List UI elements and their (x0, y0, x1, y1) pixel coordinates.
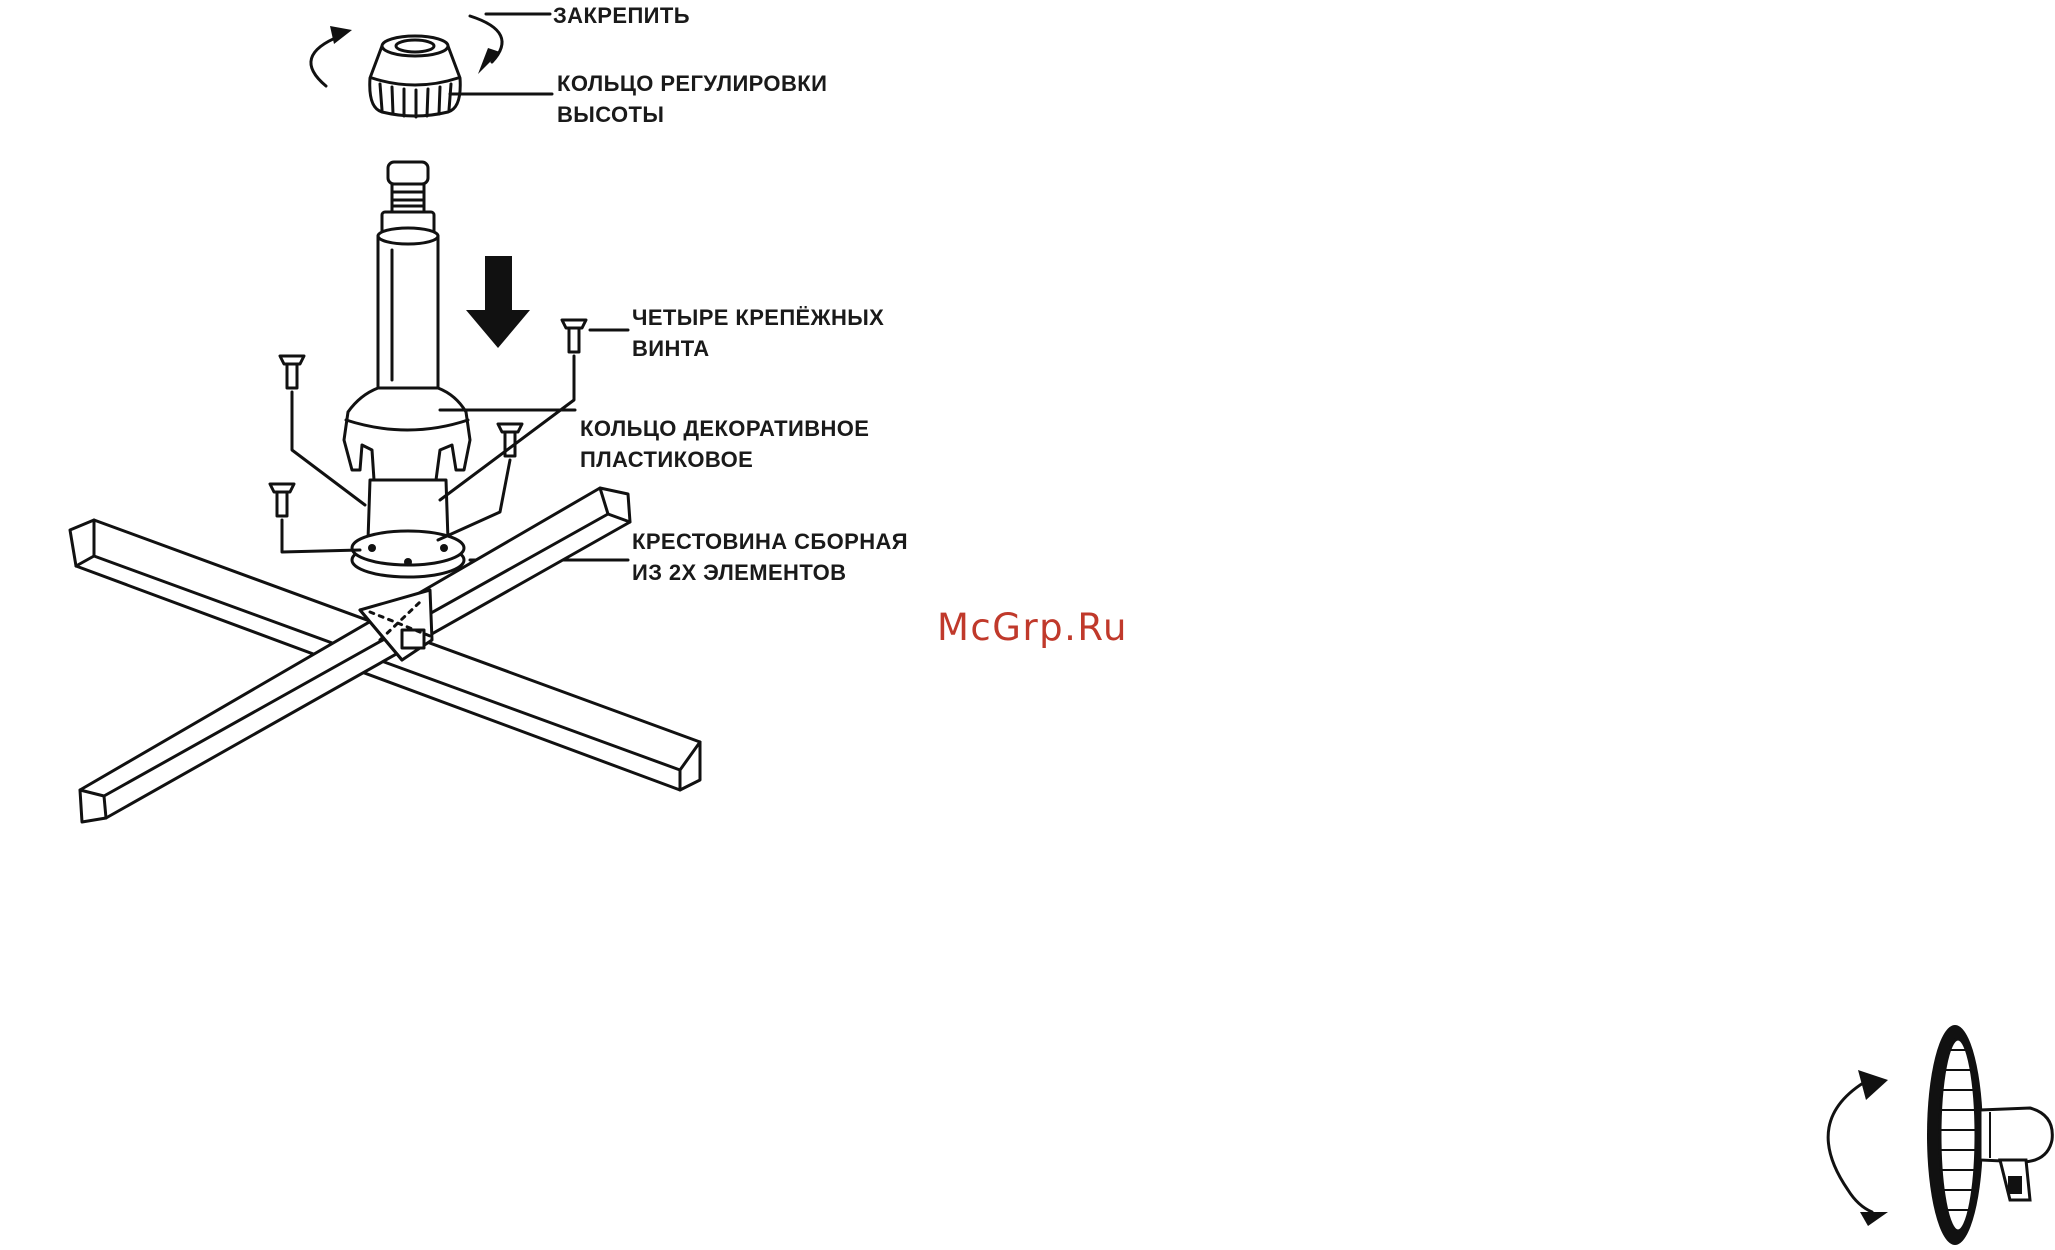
label-four-screws: ЧЕТЫРЕ КРЕПЁЖНЫХ ВИНТА (632, 302, 884, 364)
fan-pole (378, 162, 438, 390)
label-tighten: ЗАКРЕПИТЬ (553, 0, 690, 31)
down-arrow-icon (466, 256, 530, 348)
label-decorative-ring-line2: ПЛАСТИКОВОЕ (580, 444, 869, 475)
label-four-screws-line2: ВИНТА (632, 333, 884, 364)
base-plate (352, 531, 464, 577)
fan-rotate-icon (1828, 1025, 2052, 1245)
watermark: McGrp.Ru (937, 606, 1128, 649)
label-height-adjust-ring-line1: КОЛЬЦО РЕГУЛИРОВКИ (557, 68, 827, 99)
label-cross-base: КРЕСТОВИНА СБОРНАЯ ИЗ 2Х ЭЛЕМЕНТОВ (632, 526, 908, 588)
label-cross-base-line1: КРЕСТОВИНА СБОРНАЯ (632, 526, 908, 557)
height-adjust-ring (370, 36, 461, 117)
label-height-adjust-ring: КОЛЬЦО РЕГУЛИРОВКИ ВЫСОТЫ (557, 68, 827, 130)
screw-icon (270, 484, 294, 516)
label-four-screws-line1: ЧЕТЫРЕ КРЕПЁЖНЫХ (632, 302, 884, 333)
label-decorative-ring: КОЛЬЦО ДЕКОРАТИВНОЕ ПЛАСТИКОВОЕ (580, 413, 869, 475)
label-cross-base-line2: ИЗ 2Х ЭЛЕМЕНТОВ (632, 557, 908, 588)
label-height-adjust-ring-line2: ВЫСОТЫ (557, 99, 827, 130)
label-tighten-text: ЗАКРЕПИТЬ (553, 0, 690, 31)
screw-icon (562, 320, 586, 352)
label-decorative-ring-line1: КОЛЬЦО ДЕКОРАТИВНОЕ (580, 413, 869, 444)
leader-lines-top (450, 14, 552, 94)
screw-icon (280, 356, 304, 388)
